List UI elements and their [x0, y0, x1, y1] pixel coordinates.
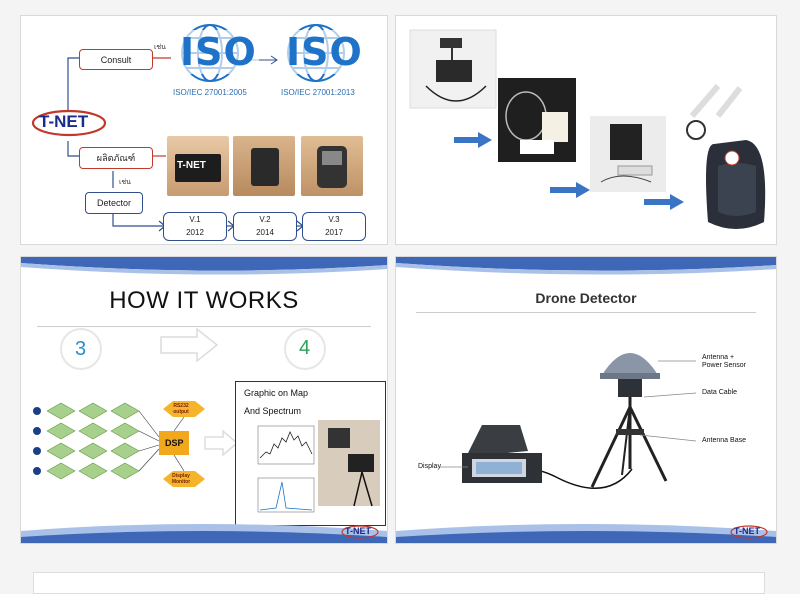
version-name: V.1 — [189, 215, 201, 224]
version-card-1: V.1 2012 — [163, 212, 227, 241]
version-card-2: V.2 2014 — [233, 212, 297, 241]
slide-how-it-works[interactable]: HOW IT WORKS 3 4 DSP RS232 output Displa… — [20, 256, 388, 544]
product-box: ผลิตภัณฑ์ — [79, 147, 153, 169]
step-number-4: 4 — [299, 337, 311, 359]
example-label-2: เช่น — [119, 179, 131, 186]
device-photo-v3 — [301, 136, 363, 196]
slide-title: HOW IT WORKS — [109, 287, 299, 314]
tnet-swoosh-icon — [31, 109, 107, 137]
step-circles — [60, 327, 326, 370]
drone-detector-illustration — [440, 353, 697, 489]
iso-logo-text-2: ISO — [284, 30, 365, 74]
tnet-logo-text: T-NET — [345, 526, 371, 536]
callout-data-cable: Data Cable — [702, 389, 738, 396]
tnet-logo-text: T-NET — [39, 112, 89, 131]
card-title-1: Graphic on Map — [244, 388, 309, 398]
version-name: V.2 — [259, 215, 271, 224]
tnet-logo: T-NET — [31, 106, 107, 140]
iso-logo-text-1: ISO — [178, 30, 259, 74]
callout-antenna-base: Antenna Base — [702, 437, 746, 444]
slide-drone-detector[interactable]: Drone Detector Antenna + Power Sensor Da… — [395, 256, 777, 544]
iso-standard-2005: ISO/IEC 27001:2005 — [173, 88, 247, 97]
slide-title: Drone Detector — [535, 290, 637, 306]
slide-product-evolution[interactable] — [395, 15, 777, 245]
version-year: 2012 — [186, 228, 204, 237]
version-card-3: V.3 2017 — [302, 212, 366, 241]
tnet-logo-text: T-NET — [734, 526, 760, 536]
tnet-swoosh-icon — [341, 525, 379, 539]
iso-standard-2013: ISO/IEC 27001:2013 — [281, 88, 355, 97]
detector-label: Detector — [96, 198, 131, 208]
device-logo-text: T-NET — [177, 160, 206, 171]
device-photo-v2 — [233, 136, 295, 196]
callout-display: Display — [418, 463, 441, 470]
rs232-label: RS232 output — [173, 403, 189, 415]
product-label: ผลิตภัณฑ์ — [96, 153, 136, 163]
title-divider — [416, 312, 756, 313]
consult-label: Consult — [100, 54, 132, 65]
callout-antenna: Antenna + Power Sensor — [702, 354, 746, 369]
tnet-logo-footer: T-NET — [341, 525, 379, 539]
display-monitor-label: Display Monitor — [171, 473, 191, 485]
example-label-1: เช่น — [154, 44, 166, 51]
title-divider — [37, 326, 371, 327]
top-wave-decoration — [396, 257, 776, 275]
signal-flow-diagram — [33, 401, 239, 487]
bottom-wave-decoration — [396, 524, 776, 543]
next-slide-preview[interactable] — [33, 572, 765, 594]
detector-box: Detector — [85, 192, 143, 214]
dsp-label: DSP — [165, 438, 184, 448]
top-wave-decoration — [21, 257, 387, 275]
product-photos-sequence — [409, 29, 766, 229]
version-year: 2017 — [325, 228, 343, 237]
graphic-card: Graphic on Map And Spectrum — [235, 381, 386, 526]
consult-box: Consult — [79, 49, 153, 70]
version-name: V.3 — [328, 215, 340, 224]
spectrum-graph — [257, 420, 380, 513]
card-title-2: And Spectrum — [244, 406, 302, 416]
tnet-logo-footer: T-NET — [730, 525, 768, 539]
device-photo-v1: T-NET — [167, 136, 229, 196]
version-year: 2014 — [256, 228, 274, 237]
step-number-3: 3 — [75, 338, 87, 360]
tnet-swoosh-icon — [730, 525, 768, 539]
slide-company-overview[interactable]: Consult เช่น T-NET ผลิตภัณฑ์ เช่น Detect… — [20, 15, 388, 245]
bottom-wave-decoration — [21, 524, 387, 543]
